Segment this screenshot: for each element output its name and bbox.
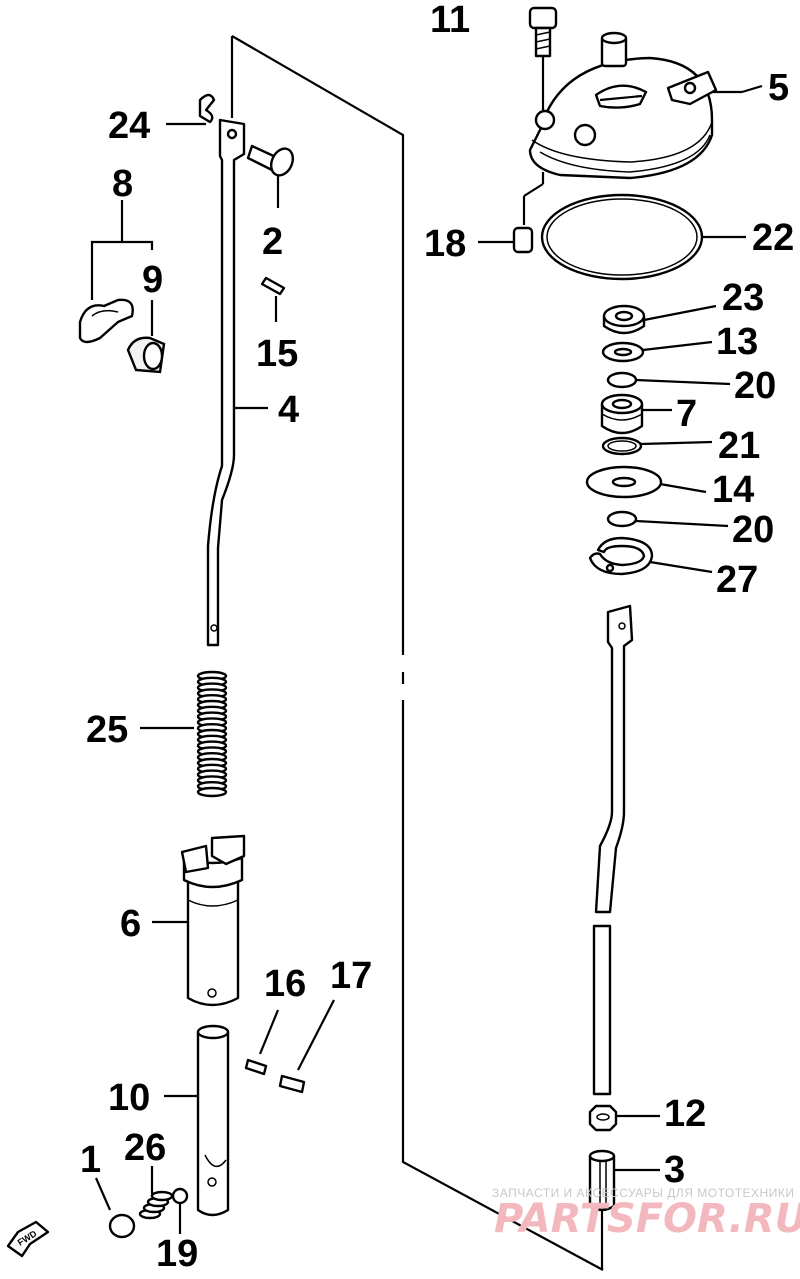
callout-3: 3 bbox=[664, 1149, 685, 1191]
callout-22: 22 bbox=[752, 217, 794, 259]
watermark-tagline: ЗАПЧАСТИ И АКСЕССУАРЫ ДЛЯ МОТОТЕХНИКИ bbox=[492, 1186, 794, 1200]
part-11-bolt bbox=[528, 6, 558, 110]
part-14-washer bbox=[585, 465, 707, 499]
part-10-shaft bbox=[164, 1024, 230, 1217]
part-3-sleeve bbox=[588, 1149, 660, 1270]
part-15-pin bbox=[260, 276, 286, 322]
part-8-9-bracket bbox=[78, 200, 166, 374]
part-23-bushing bbox=[602, 304, 717, 335]
part-4-shift-rod bbox=[206, 118, 268, 647]
callout-15: 15 bbox=[256, 333, 298, 375]
callout-20-lower: 20 bbox=[732, 509, 774, 551]
callout-4: 4 bbox=[278, 389, 299, 431]
part-20-oring-lower bbox=[606, 510, 729, 528]
callout-26: 26 bbox=[124, 1127, 166, 1169]
callout-1: 1 bbox=[80, 1139, 101, 1181]
callout-18: 18 bbox=[424, 223, 466, 265]
part-1-ball bbox=[94, 1177, 136, 1239]
part-12-nut bbox=[588, 1104, 660, 1132]
part-25-spring bbox=[140, 670, 228, 798]
watermark: ЗАПЧАСТИ И АКСЕССУАРЫ ДЛЯ МОТОТЕХНИКИ PA… bbox=[492, 1186, 800, 1242]
callout-14: 14 bbox=[712, 469, 754, 511]
assembly-frame bbox=[230, 35, 604, 1271]
callout-17: 17 bbox=[330, 955, 372, 997]
part-20-oring-upper bbox=[606, 371, 731, 389]
callout-24: 24 bbox=[108, 105, 150, 147]
callout-7: 7 bbox=[676, 393, 697, 435]
part-6-housing bbox=[152, 834, 246, 1007]
callout-12: 12 bbox=[664, 1093, 706, 1135]
callout-25: 25 bbox=[86, 709, 128, 751]
callout-19: 19 bbox=[156, 1233, 198, 1275]
watermark-site: PARTSFOR.RU bbox=[494, 1196, 800, 1242]
shift-rod-right bbox=[592, 604, 634, 1096]
callout-11: 11 bbox=[430, 0, 470, 41]
part-18-plug bbox=[478, 172, 545, 254]
callout-5: 5 bbox=[768, 67, 789, 109]
part-21-oring bbox=[601, 436, 713, 456]
callout-20-upper: 20 bbox=[734, 365, 776, 407]
callout-21: 21 bbox=[718, 425, 760, 467]
callout-16: 16 bbox=[264, 963, 306, 1005]
part-19-ball bbox=[171, 1187, 189, 1234]
callout-2: 2 bbox=[262, 221, 283, 263]
callout-6: 6 bbox=[120, 903, 141, 945]
part-2-pin bbox=[246, 144, 295, 208]
part-7-seal bbox=[600, 393, 672, 435]
part-24-clip bbox=[166, 93, 216, 126]
callout-10: 10 bbox=[108, 1077, 150, 1119]
callout-numbers: 11 5 24 2 8 9 15 4 18 22 23 13 20 7 21 1… bbox=[80, 0, 794, 1275]
spring-coil bbox=[196, 786, 228, 798]
callout-27: 27 bbox=[716, 559, 758, 601]
callout-9: 9 bbox=[142, 259, 163, 301]
forward-direction-marker: FWD bbox=[6, 1220, 50, 1258]
part-17-pin bbox=[278, 999, 335, 1094]
part-16-pin bbox=[244, 1009, 280, 1076]
callout-23: 23 bbox=[722, 277, 764, 319]
part-13-washer bbox=[601, 340, 713, 363]
part-27-circlip bbox=[588, 536, 713, 576]
part-5-cover bbox=[528, 31, 763, 180]
callout-8: 8 bbox=[112, 163, 133, 205]
callout-13: 13 bbox=[716, 321, 758, 363]
part-26-spring bbox=[138, 1166, 174, 1220]
part-22-gasket bbox=[540, 193, 746, 281]
